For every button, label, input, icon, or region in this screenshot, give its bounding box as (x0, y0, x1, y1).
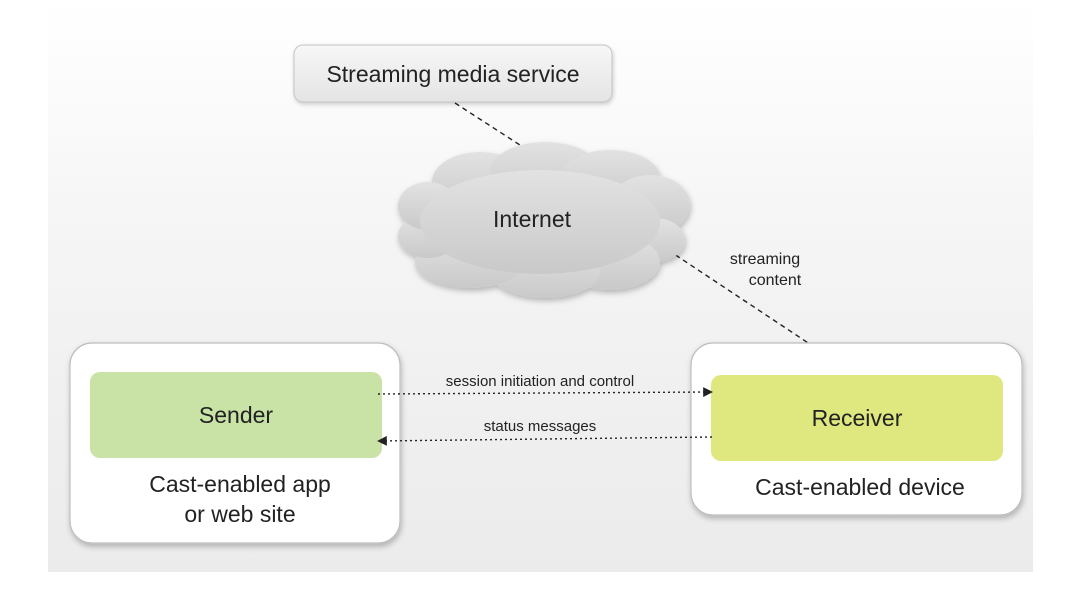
receiver-device-card: Receiver Cast-enabled device (690, 342, 1023, 516)
receiver-label: Receiver (812, 405, 903, 431)
receiver-box (711, 375, 1003, 461)
streaming-service-label: Streaming media service (326, 61, 579, 87)
sender-caption-line2: or web site (184, 501, 295, 527)
streaming-content-line1: streaming (730, 251, 800, 268)
streaming-service-box: Streaming media service (293, 44, 613, 103)
internet-cloud: Internet (398, 142, 690, 298)
streaming-content-line2: content (749, 272, 802, 289)
internet-label: Internet (493, 206, 572, 232)
session-initiation-label: session initiation and control (446, 373, 634, 390)
status-messages-label: status messages (484, 418, 597, 435)
status-messages-arrow (377, 435, 713, 446)
sender-label: Sender (199, 402, 274, 428)
sender-caption-line1: Cast-enabled app (149, 471, 331, 497)
streaming-content-label: streaming content (730, 251, 802, 289)
session-initiation-arrow (377, 387, 713, 397)
receiver-caption: Cast-enabled device (755, 474, 965, 500)
sender-device-card: Sender Cast-enabled app or web site (69, 342, 401, 544)
sender-box (90, 372, 382, 458)
